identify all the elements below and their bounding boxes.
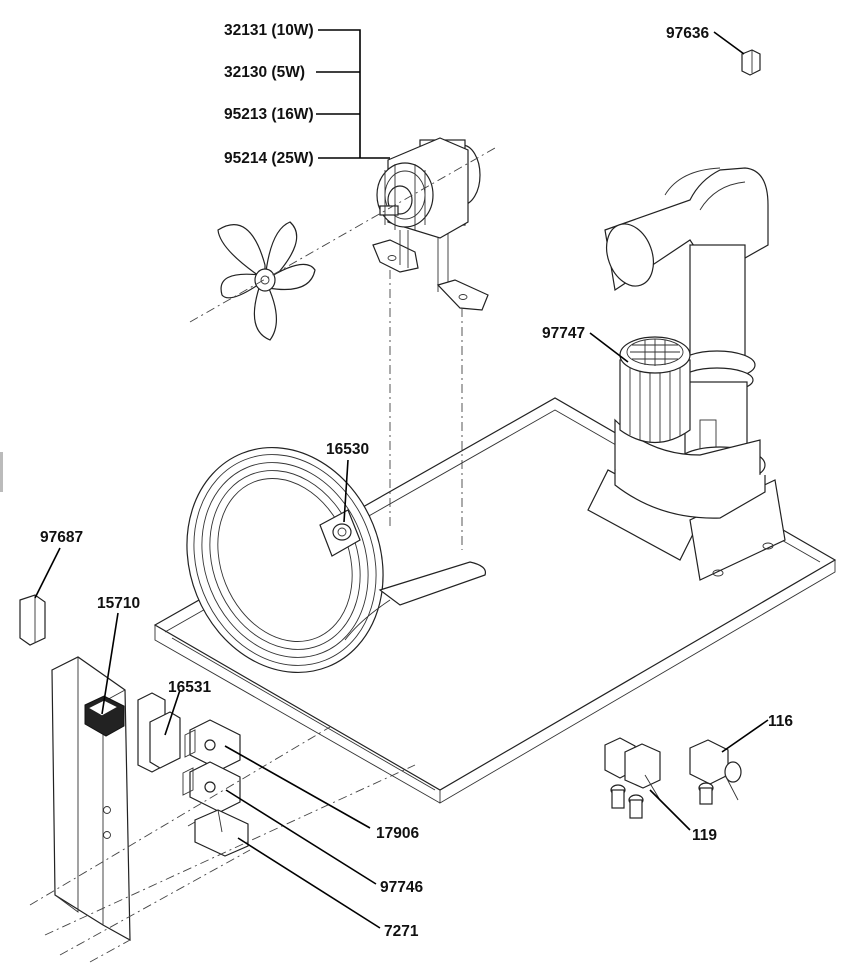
pump-assembly bbox=[604, 167, 769, 519]
capacitor-7271-part bbox=[187, 809, 249, 857]
label-119: 119 bbox=[692, 827, 717, 844]
mount-line-c bbox=[59, 849, 251, 956]
cap-97687-part bbox=[19, 594, 46, 646]
water-valve-116 bbox=[689, 739, 742, 805]
label-116: 116 bbox=[768, 713, 793, 730]
fan-blade bbox=[217, 221, 316, 341]
relay-17906-part bbox=[184, 719, 241, 771]
edge-marker bbox=[0, 452, 3, 492]
label-32130: 32130 (5W) bbox=[224, 64, 305, 81]
label-15710: 15710 bbox=[97, 595, 140, 612]
label-97746: 97746 bbox=[380, 879, 423, 896]
label-97636: 97636 bbox=[666, 25, 709, 42]
water-valve-119 bbox=[604, 737, 661, 819]
label-16530: 16530 bbox=[326, 441, 369, 458]
condenser-coil bbox=[186, 446, 487, 674]
control-panel bbox=[51, 656, 131, 942]
label-95213: 95213 (16W) bbox=[224, 106, 314, 123]
mount-line-d bbox=[89, 939, 131, 963]
label-17906: 17906 bbox=[376, 825, 419, 842]
label-32131: 32131 (10W) bbox=[224, 22, 314, 39]
label-7271: 7271 bbox=[384, 923, 419, 940]
label-97687: 97687 bbox=[40, 529, 83, 546]
mount-line-b bbox=[44, 764, 416, 936]
leader-lines bbox=[34, 29, 769, 929]
relay-97746-part bbox=[182, 761, 241, 813]
fan-axis-line bbox=[189, 147, 496, 323]
cap-97636-part bbox=[741, 49, 761, 76]
label-16531: 16531 bbox=[168, 679, 211, 696]
fan-motor bbox=[372, 137, 489, 311]
bracket-16531-part bbox=[137, 692, 181, 773]
label-95214: 95214 (25W) bbox=[224, 150, 314, 167]
mount-line-a bbox=[29, 726, 331, 906]
label-97747: 97747 bbox=[542, 325, 585, 342]
